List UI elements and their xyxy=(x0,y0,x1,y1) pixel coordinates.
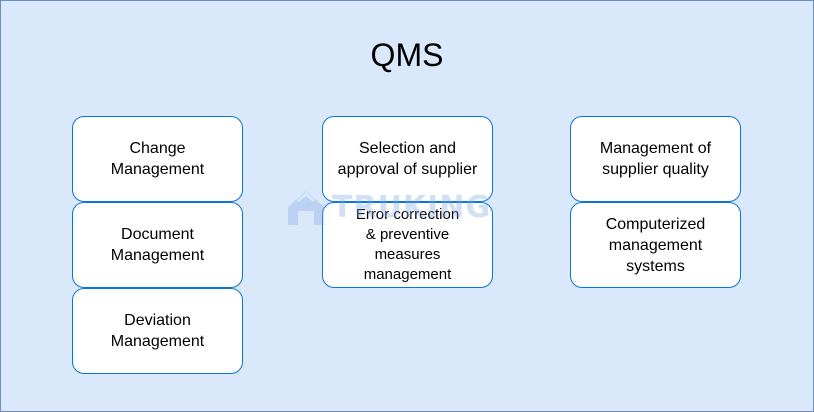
box-change-management: Change Management xyxy=(72,116,243,202)
box-document-management: Document Management xyxy=(72,202,243,288)
box-error-correction-preventive: Error correction & preventive measures m… xyxy=(322,202,493,288)
box-supplier-quality-management: Management of supplier quality xyxy=(570,116,741,202)
box-computerized-management-systems: Computerized management systems xyxy=(570,202,741,288)
box-selection-approval-supplier: Selection and approval of supplier xyxy=(322,116,493,202)
diagram-title: QMS xyxy=(370,37,444,73)
box-deviation-management: Deviation Management xyxy=(72,288,243,374)
